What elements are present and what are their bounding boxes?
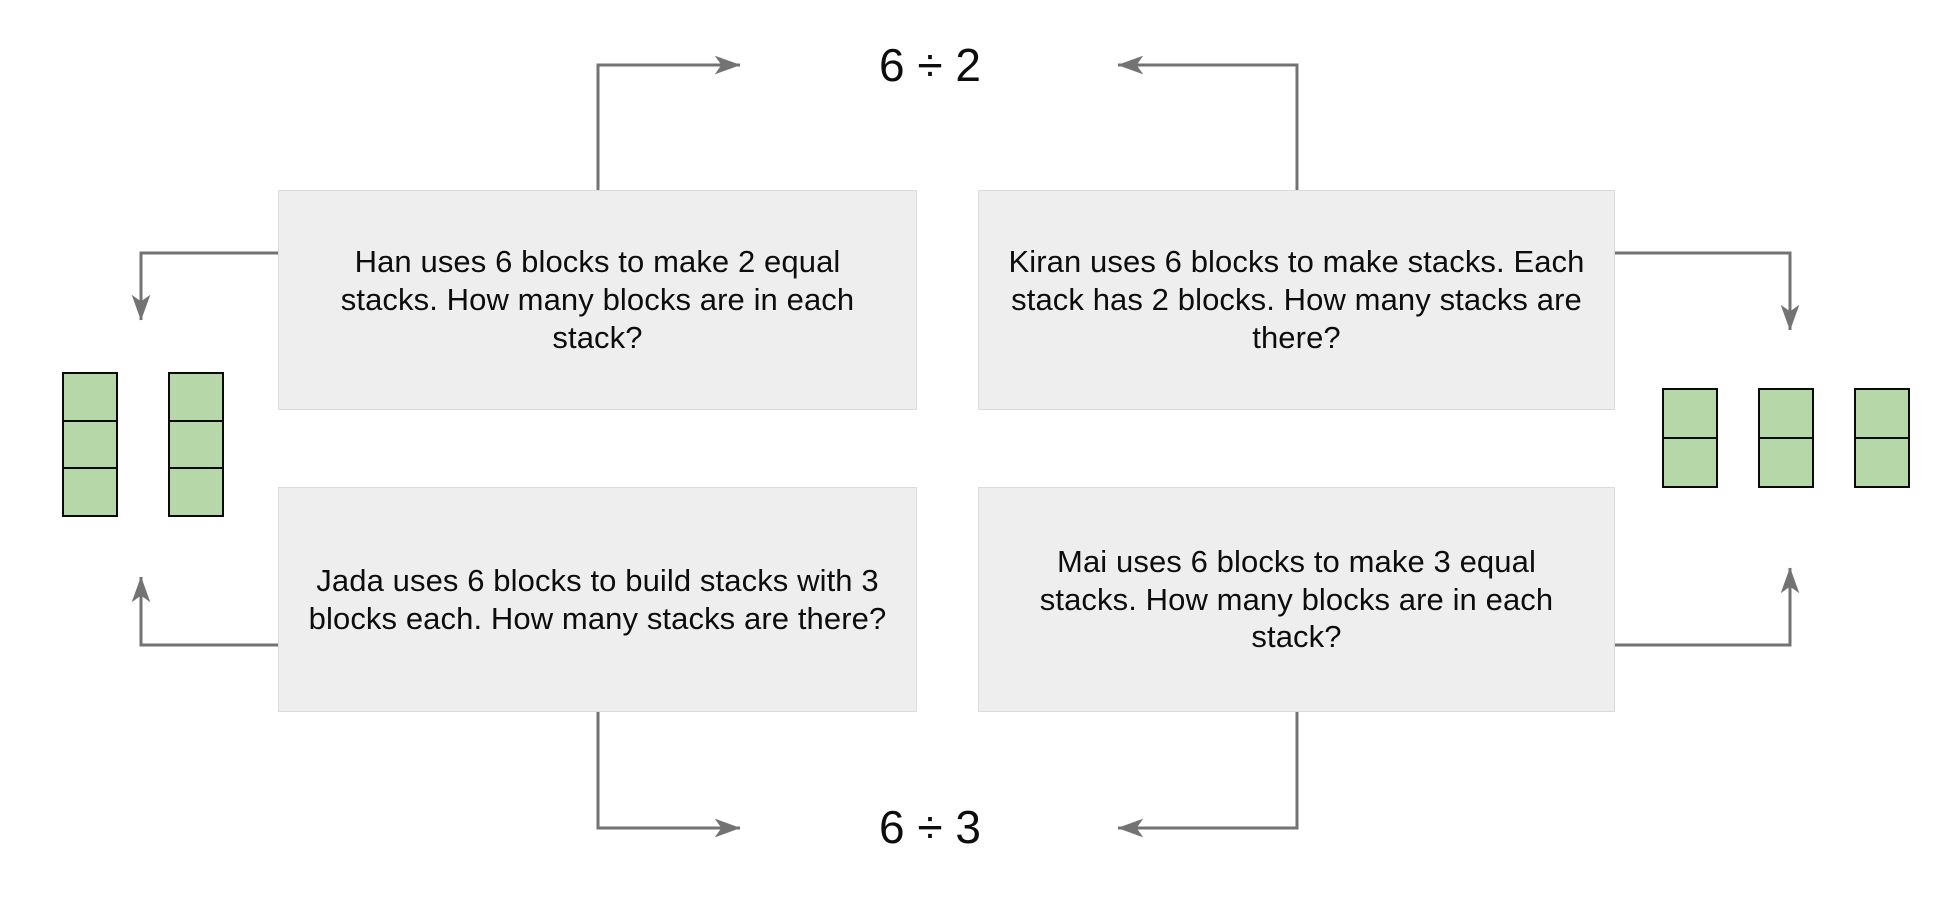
- block: [62, 467, 118, 517]
- problem-box-kiran[interactable]: Kiran uses 6 blocks to make stacks. Each…: [978, 190, 1615, 410]
- block-stack: [1662, 388, 1718, 488]
- block-stack: [168, 372, 224, 517]
- block: [1662, 388, 1718, 439]
- problem-box-jada[interactable]: Jada uses 6 blocks to build stacks with …: [278, 487, 917, 712]
- block-model-left: [62, 372, 224, 517]
- block-model-right: [1662, 388, 1910, 488]
- block: [168, 467, 224, 517]
- block: [1758, 436, 1814, 488]
- expression-label-bottom: 6 ÷ 3: [879, 801, 981, 853]
- connector-mai-to-expression-bottom: [1117, 712, 1299, 838]
- block: [62, 419, 118, 470]
- block: [1854, 388, 1910, 439]
- problem-box-mai[interactable]: Mai uses 6 blocks to make 3 equal stacks…: [978, 487, 1615, 712]
- block: [168, 419, 224, 470]
- connector-kiran-to-expression-top: [1117, 55, 1299, 190]
- block-stack: [62, 372, 118, 517]
- connector-han-to-left-blocks: [131, 251, 278, 321]
- block: [1854, 436, 1910, 488]
- connector-mai-to-right-blocks: [1615, 567, 1800, 647]
- expression-label-top: 6 ÷ 2: [879, 39, 981, 91]
- block: [1662, 436, 1718, 488]
- connector-jada-to-expression-bottom: [596, 712, 741, 838]
- block: [62, 372, 118, 422]
- problem-text-kiran: Kiran uses 6 blocks to make stacks. Each…: [1008, 244, 1585, 355]
- connector-han-to-expression-top: [596, 55, 741, 190]
- problem-box-han[interactable]: Han uses 6 blocks to make 2 equal stacks…: [278, 190, 917, 410]
- block-stack: [1758, 388, 1814, 488]
- block: [1758, 388, 1814, 439]
- connector-jada-to-left-blocks: [131, 576, 278, 647]
- problem-text-mai: Mai uses 6 blocks to make 3 equal stacks…: [1039, 543, 1554, 655]
- connector-kiran-to-right-blocks: [1615, 251, 1800, 331]
- block: [168, 372, 224, 422]
- block-stack: [1854, 388, 1910, 488]
- problem-text-han: Han uses 6 blocks to make 2 equal stacks…: [340, 244, 855, 355]
- problem-text-jada: Jada uses 6 blocks to build stacks with …: [308, 562, 887, 636]
